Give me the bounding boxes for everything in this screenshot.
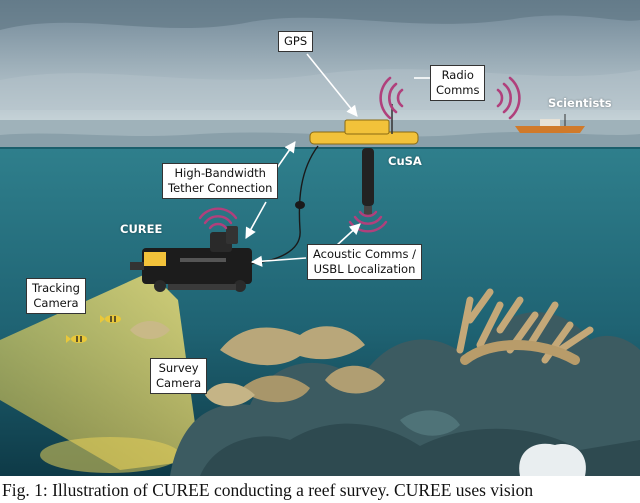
acoustic-comms-label: Acoustic Comms / USBL Localization bbox=[307, 244, 422, 280]
acoustic-wave-icon bbox=[198, 207, 238, 230]
tracking-camera-label: Tracking Camera bbox=[26, 278, 86, 314]
reef-survey-illustration bbox=[0, 0, 640, 476]
tether-label: High-Bandwidth Tether Connection bbox=[162, 163, 279, 199]
radio-comms-label: Radio Comms bbox=[430, 65, 486, 101]
fish bbox=[66, 315, 121, 343]
gps-label: GPS bbox=[278, 31, 314, 52]
scientists-label: Scientists bbox=[548, 96, 612, 110]
curee-robot bbox=[130, 226, 252, 292]
figure-caption: Fig. 1: Illustration of CUREE conducting… bbox=[2, 480, 534, 500]
cusa-buoy bbox=[309, 104, 419, 216]
survey-camera-label: Survey Camera bbox=[150, 358, 208, 394]
cusa-label: CuSA bbox=[388, 154, 422, 168]
radio-wave-icon bbox=[379, 76, 404, 120]
callout-arrows bbox=[245, 53, 484, 267]
coral-reef bbox=[130, 288, 640, 476]
curee-label: CUREE bbox=[120, 222, 163, 236]
radio-wave-icon bbox=[496, 76, 521, 120]
scientists-boat bbox=[515, 114, 585, 133]
